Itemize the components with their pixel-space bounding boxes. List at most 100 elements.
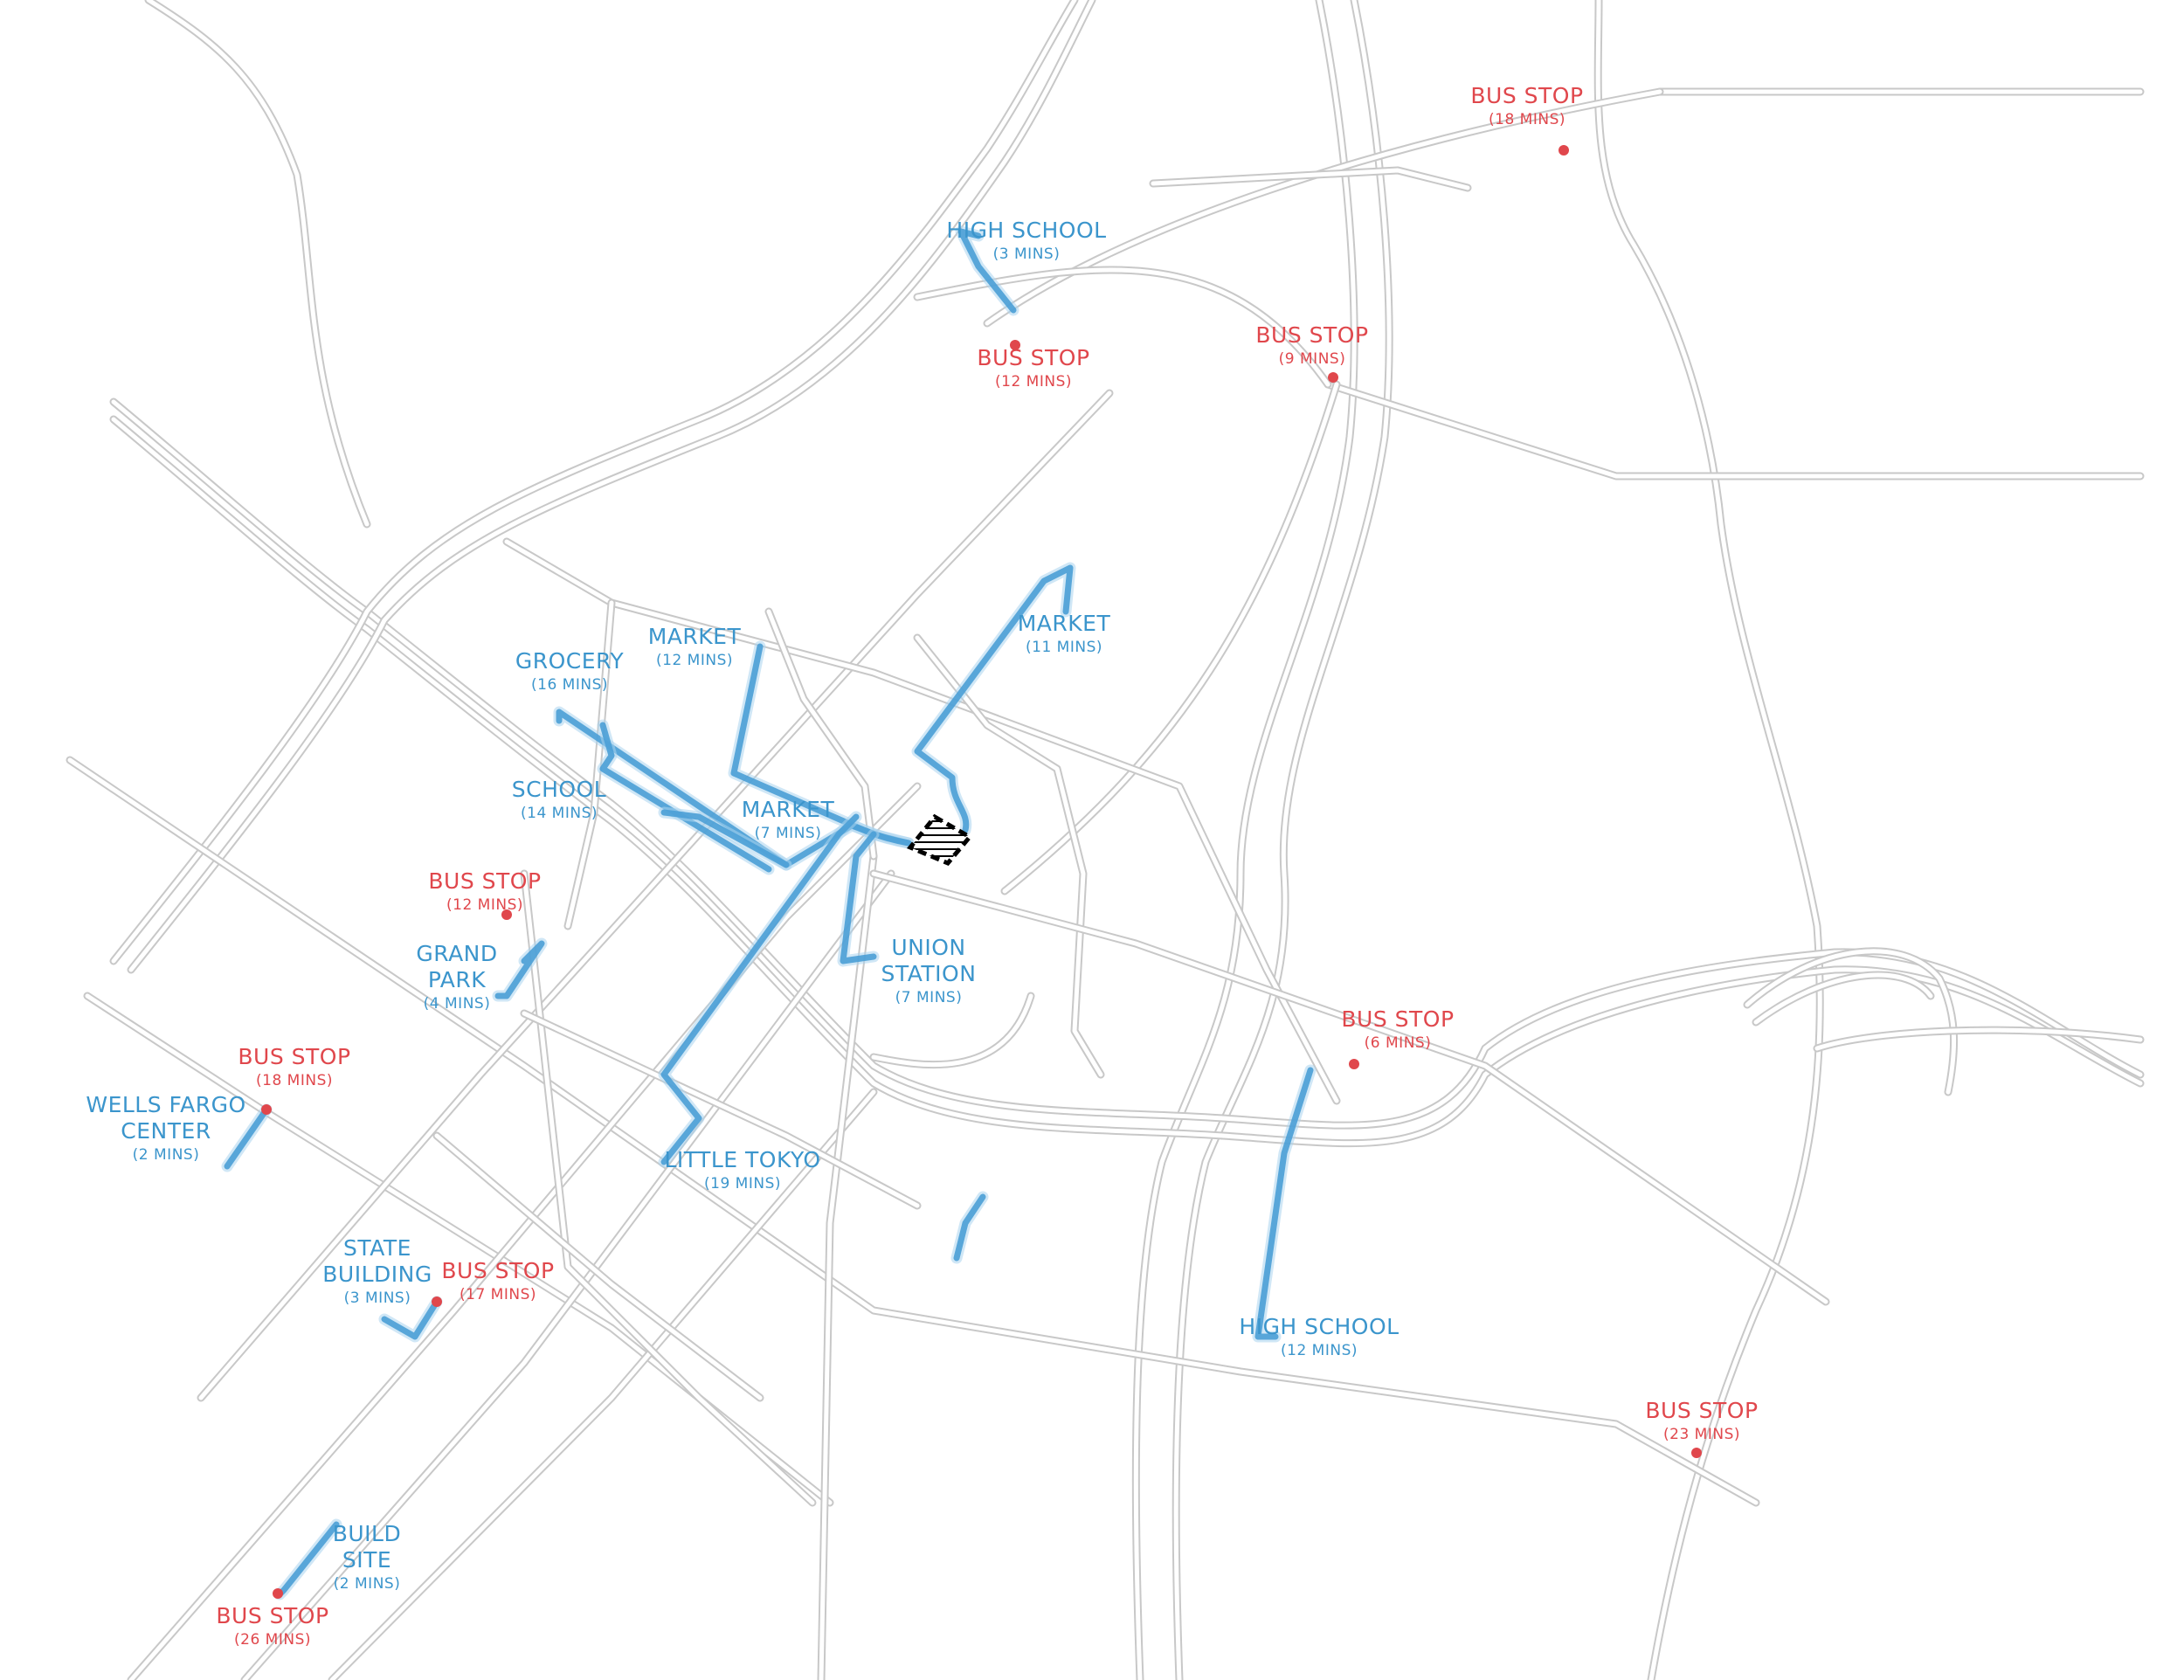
road-inner-21 [819, 854, 876, 1680]
bus-stop-sw-26[interactable]: BUS STOP (26 MINS) [216, 1603, 328, 1649]
bus-stop-label: BUS STOP [977, 345, 1089, 370]
walk-route-6 [660, 813, 860, 1165]
road-0 [1131, 0, 1358, 1680]
bus-stop-dot-icon[interactable] [501, 909, 512, 920]
destination-time: (3 MINS) [344, 1289, 411, 1307]
bus-stop-se-23[interactable]: BUS STOP(23 MINS) [1645, 1398, 1758, 1443]
destination-market-center[interactable]: MARKET(7 MINS) [742, 797, 835, 842]
road-13 [144, 0, 371, 529]
destination-name: STATE [343, 1235, 411, 1261]
destination-grocery[interactable]: GROCERY(16 MINS) [515, 648, 624, 694]
road-network [66, 0, 2145, 1680]
bus-stop-east-6[interactable]: BUS STOP(6 MINS) [1341, 1006, 1454, 1052]
bus-stop-dot-icon[interactable] [432, 1296, 442, 1307]
road-16 [197, 389, 1114, 1402]
destination-name: STATION [881, 961, 977, 986]
destination-name: GRAND [416, 941, 497, 966]
walk-route-0 [914, 564, 1074, 833]
destination-time: (3 MINS) [993, 245, 1061, 263]
road-inner-6 [1151, 168, 1470, 190]
destination-name: UNION [891, 935, 965, 960]
bus-stop-time: (23 MINS) [1663, 1426, 1740, 1443]
destination-name: MARKET [742, 797, 835, 822]
road-inner-20 [522, 871, 815, 1505]
destination-time: (2 MINS) [133, 1146, 200, 1164]
road-inner-0 [1133, 0, 1357, 1680]
road-5 [1324, 380, 2145, 480]
road-19 [328, 1088, 878, 1680]
bus-stop-ne[interactable]: BUS STOP (18 MINS) [1470, 83, 1583, 128]
bus-stop-dot-icon[interactable] [1559, 145, 1569, 156]
bus-stop-label: BUS STOP [216, 1603, 328, 1628]
walk-route-7 [494, 940, 545, 999]
destination-name: CENTER [121, 1118, 211, 1144]
bus-stop-dot-icon[interactable] [1010, 340, 1020, 350]
destination-high-school-south[interactable]: HIGH SCHOOL (12 MINS) [1239, 1314, 1399, 1359]
bus-stop-time: (9 MINS) [1279, 350, 1346, 368]
walking-routes [221, 225, 1317, 1600]
road-inner-17 [128, 784, 920, 1680]
bus-stop-sw-17[interactable]: BUS STOP (17 MINS) [441, 1258, 554, 1303]
destination-market-north[interactable]: MARKET (12 MINS) [648, 624, 742, 669]
bus-stop-dot-icon[interactable] [1349, 1059, 1359, 1069]
bus-stop-west-18[interactable]: BUS STOP(18 MINS) [238, 1044, 350, 1089]
destination-time: (16 MINS) [531, 676, 608, 694]
bus-stop-label: BUS STOP [441, 1258, 554, 1283]
walk-route-2 [556, 709, 912, 868]
destination-time: (12 MINS) [656, 652, 733, 669]
bus-stop-dot-icon[interactable] [1328, 372, 1338, 383]
destination-little-tokyo[interactable]: LITTLE TOKYO (19 MINS) [664, 1147, 820, 1193]
destination-name: BUILDING [322, 1262, 432, 1287]
destination-time: (12 MINS) [1281, 1342, 1358, 1359]
destination-time: (11 MINS) [1026, 639, 1102, 656]
bus-stop-dot-icon[interactable] [273, 1588, 283, 1599]
bus-stop-dot-icon[interactable] [261, 1104, 272, 1115]
destination-name: HIGH SCHOOL [1239, 1314, 1399, 1339]
road-inner-24 [915, 635, 1103, 1077]
road-inner-28 [522, 1011, 920, 1208]
destination-name: MARKET [1018, 611, 1111, 636]
road-inner-25 [871, 871, 1828, 1304]
road-inner-4 [985, 89, 1662, 326]
walk-route-12 [957, 228, 1017, 314]
bus-stop-time: (12 MINS) [446, 896, 523, 914]
road-inner-19 [329, 1089, 876, 1680]
road-inner-23 [565, 600, 614, 929]
hatched-site-icon[interactable] [906, 813, 973, 867]
destination-market-east[interactable]: MARKET (11 MINS) [1018, 611, 1111, 656]
bus-stop-time: (18 MINS) [256, 1072, 333, 1089]
road-inner-13 [146, 0, 370, 527]
road-inner-2 [1595, 0, 1822, 1680]
destination-name: MARKET [648, 624, 742, 649]
bus-stop-time: (17 MINS) [460, 1286, 536, 1303]
bus-stop-label: BUS STOP [1470, 83, 1583, 108]
bus-stop-east-upper[interactable]: BUS STOP(9 MINS) [1255, 322, 1368, 368]
road-inner-5 [1325, 382, 2143, 479]
bus-stop-west-12[interactable]: BUS STOP(12 MINS) [428, 868, 541, 914]
bus-stop-time: (18 MINS) [1489, 111, 1565, 128]
road-25 [869, 869, 1830, 1306]
bus-stop-time: (26 MINS) [234, 1631, 311, 1649]
destination-time: (4 MINS) [424, 995, 491, 1013]
destination-name: BUILD [333, 1521, 402, 1546]
destination-school[interactable]: SCHOOL(14 MINS) [512, 777, 606, 822]
bus-stop-label: BUS STOP [1341, 1006, 1454, 1032]
road-15 [83, 992, 834, 1507]
map-labels: HIGH SCHOOL(3 MINS)MARKET(11 MINS)MARKET… [86, 83, 1758, 1649]
bus-stop-north[interactable]: BUS STOP(12 MINS) [977, 345, 1089, 391]
destination-name: LITTLE TOKYO [664, 1147, 820, 1172]
bus-stop-dot-icon[interactable] [1691, 1448, 1702, 1458]
destination-high-school-north[interactable]: HIGH SCHOOL(3 MINS) [946, 218, 1106, 263]
road-inner-26 [766, 609, 876, 859]
destination-time: (2 MINS) [334, 1575, 401, 1593]
road-inner-29 [434, 1133, 763, 1400]
destination-name: SCHOOL [512, 777, 606, 802]
destination-time: (19 MINS) [704, 1175, 781, 1193]
road-inner-11 [111, 0, 1077, 964]
